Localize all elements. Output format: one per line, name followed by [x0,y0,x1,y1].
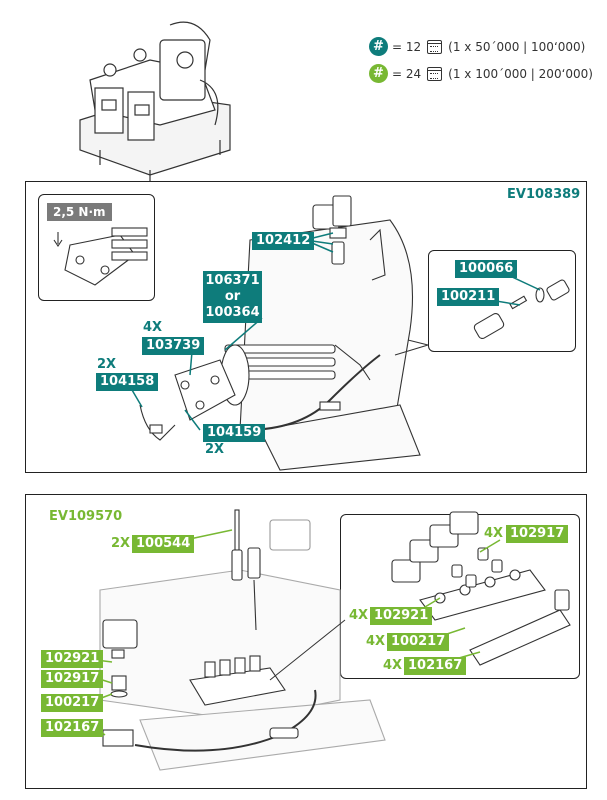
part-label-detail-102167: 102167 [404,657,467,675]
or-text: or [224,289,241,304]
torque-label: 2,5 N·m [47,203,112,221]
calendar-icon [427,66,443,81]
part-label-100066: 100066 [455,260,518,278]
qty-104158: 2X [97,357,117,372]
section-code: EV109570 [49,509,123,524]
part-label-100211: 100211 [437,288,500,306]
part-label-left-102921: 102921 [41,650,104,668]
legend-row-24: # = 24 (1 x 100´000 | 200‘000) [369,64,593,83]
legend-row-12: # = 12 (1 x 50´000 | 100‘000) [369,37,585,56]
part-label-102412: 102412 [252,232,315,250]
count-badge-green: # [369,64,388,83]
qty-100544: 2X [111,536,131,551]
qty-detail-102167: 4X [383,658,403,673]
qty-103739: 4X [143,320,163,335]
part-number-106371: 106371 [205,273,260,288]
section-code: EV108389 [507,187,581,202]
part-label-left-100217: 100217 [41,694,104,712]
part-label-106371-or-100364: 106371 or 100364 [203,271,262,323]
legend-interval-24: (1 x 100´000 | 200‘000) [448,66,593,81]
qty-detail-102921: 4X [349,608,369,623]
legend-count-24: = 24 [392,66,422,81]
legend-interval-12: (1 x 50´000 | 100‘000) [448,39,586,54]
qty-104159: 2X [205,442,225,457]
part-label-104159: 104159 [203,424,266,442]
part-label-detail-102921: 102921 [370,607,433,625]
qty-detail-100217: 4X [366,634,386,649]
part-number-100364: 100364 [205,305,260,320]
qty-detail-102917: 4X [484,526,504,541]
part-label-left-102917: 102917 [41,670,104,688]
legend-count-12: = 12 [392,39,422,54]
count-badge-teal: # [369,37,388,56]
part-label-detail-100217: 100217 [387,633,450,651]
part-label-100544: 100544 [132,535,195,553]
part-label-103739: 103739 [142,337,205,355]
part-label-104158: 104158 [96,373,159,391]
part-label-detail-102917: 102917 [506,525,569,543]
part-label-left-102167: 102167 [41,719,104,737]
calendar-icon [427,39,443,54]
